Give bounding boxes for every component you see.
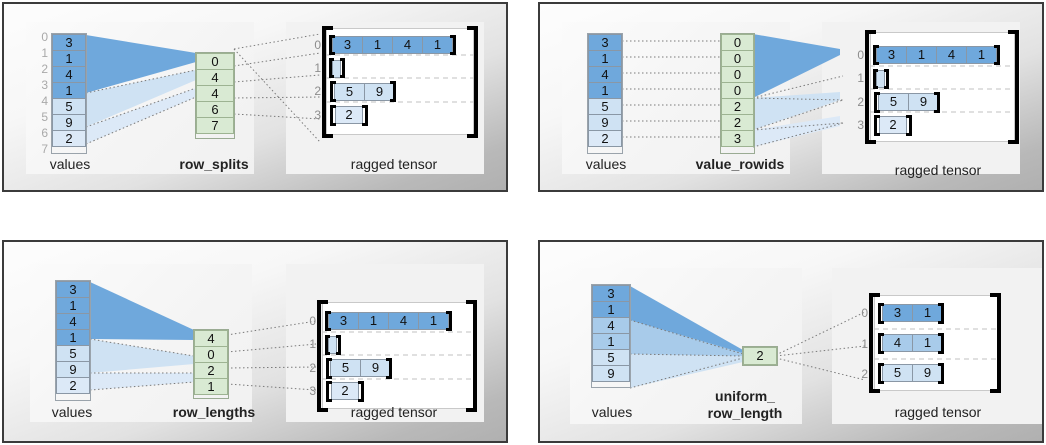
ragged-row-index: 2 [309,361,316,375]
values-column-4: 3 1 4 1 5 9 [592,285,630,382]
panel-row-splits: 0 1 2 3 4 5 6 7 3 1 4 1 5 9 2 0 4 4 6 7 [2,2,508,192]
ragged-row-index: 2 [861,367,868,381]
encoding-column-1: 0 4 4 6 7 [196,53,234,134]
ragged-caption: ragged tensor [894,404,982,420]
ragged-guides-1 [326,54,474,103]
encoding-caption-line2: row_length [707,405,783,421]
encoding-column-4: 2 [743,347,777,365]
ragged-guides-3 [322,331,474,380]
ragged-row [332,60,341,78]
values-column-1: 3 1 4 1 5 9 2 [52,34,86,147]
ragged-row-index: 0 [861,306,868,320]
ragged-row: 3 1 4 1 [876,46,997,64]
ragged-row: 3 1 [882,304,943,322]
connector-overlay-2 [622,34,844,148]
encoding-caption: value_rowids [695,156,785,172]
encoding-column-2: 0 0 0 0 2 2 3 [721,34,754,147]
encoding-cell: 1 [194,378,228,395]
values-caption: values [51,404,93,420]
value-cell: 3 [588,34,622,51]
ragged-caption: ragged tensor [350,404,438,420]
ragged-row-index: 2 [314,84,321,98]
encoding-cell: 3 [721,130,754,147]
ragged-caption: ragged tensor [894,162,982,178]
ragged-guides-2 [870,65,1015,113]
values-caption: values [585,156,627,172]
ragged-caption: ragged tensor [350,156,438,172]
ragged-row: 2 [879,116,907,134]
value-cell: 9 [592,365,630,382]
ragged-row-index: 3 [309,384,316,398]
value-cell: 2 [56,377,90,394]
connector-overlay-3 [89,282,317,391]
ragged-row-index: 3 [857,118,864,132]
ragged-row: 5 9 [878,93,939,111]
values-caption: values [591,404,633,420]
ragged-guides-4 [874,328,998,360]
ragged-row-index: 0 [309,314,316,328]
ragged-row: 5 9 [330,359,391,377]
panel-uniform-row-length: 3 1 4 1 5 9 2 0 1 2 3 1 4 1 5 9 values u [538,240,1044,443]
encoding-caption: row_lengths [172,404,256,420]
values-column-2: 3 1 4 1 5 9 2 [588,34,622,147]
ragged-row: 2 [335,106,363,124]
values-caption: values [49,156,91,172]
value-cell: 4 [56,313,90,330]
encoding-caption-line1: uniform_ [715,388,775,404]
ragged-row-index: 2 [857,95,864,109]
connector-overlay-4 [629,286,866,389]
ragged-row: 3 1 4 1 [332,36,453,54]
ragged-row-index: 3 [314,108,321,122]
encoding-cell: 7 [196,117,234,134]
values-column-3: 3 1 4 1 5 9 2 [56,281,90,394]
encoding-caption: row_splits [179,156,249,172]
ragged-row-index: 1 [309,337,316,351]
value-cell: 2 [588,130,622,147]
panel-value-rowids: 3 1 4 1 5 9 2 0 0 0 0 2 2 3 0 1 2 3 3 1 … [538,2,1044,192]
panel-row-lengths: 3 1 4 1 5 9 2 4 0 2 1 0 1 2 3 3 1 4 1 [2,240,508,443]
ragged-row: 2 [331,382,359,400]
ragged-row [328,336,337,354]
ragged-row-index: 0 [857,48,864,62]
ragged-row: 3 1 4 1 [328,312,449,330]
ragged-row-index: 0 [314,38,321,52]
encoding-cell: 0 [721,34,754,51]
encoding-cell: 4 [196,69,234,86]
ragged-row: 5 9 [334,83,395,101]
ragged-row-index: 1 [861,337,868,351]
ragged-row-index: 1 [314,61,321,75]
ragged-row: 4 1 [882,334,943,352]
connector-overlay-1 [85,33,321,145]
ragged-row [876,70,885,88]
encoding-cell: 2 [743,347,777,365]
encoding-column-3: 4 0 2 1 [194,330,228,395]
ragged-row: 5 9 [882,364,943,382]
ragged-row-index: 1 [857,71,864,85]
value-cell: 2 [52,130,86,147]
